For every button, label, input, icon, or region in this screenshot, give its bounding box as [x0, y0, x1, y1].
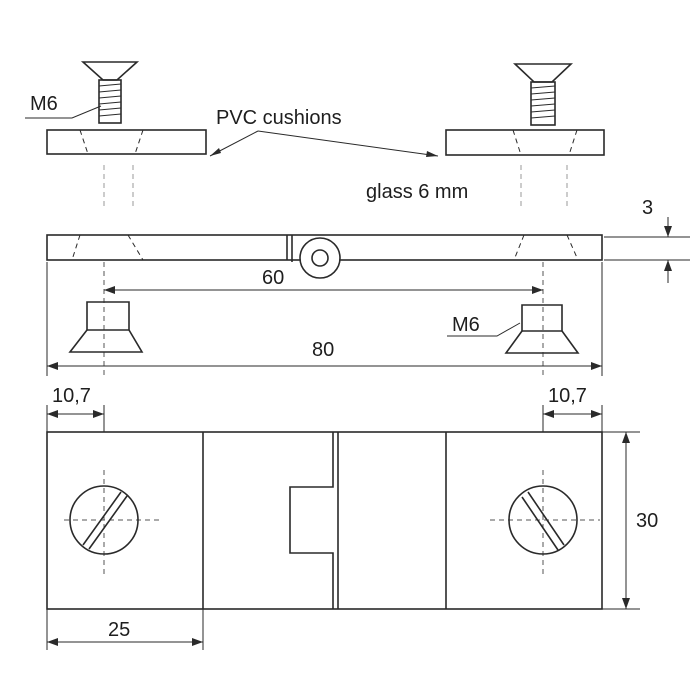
m6-bottom-label: M6 — [452, 314, 480, 336]
height-dimension — [602, 431, 640, 610]
glass-thickness-label: glass 6 mm — [366, 181, 468, 203]
right-edge-label: 10,7 — [548, 385, 587, 407]
hole-spacing-dimension — [104, 286, 543, 294]
right-edge-dimension — [542, 405, 603, 432]
leaf-width-dimension — [46, 609, 204, 650]
overall-length-label: 80 — [312, 339, 334, 361]
pvc-cushions-label: PVC cushions — [216, 107, 342, 129]
right-countersunk-screw — [512, 63, 574, 126]
thickness-dimension — [604, 217, 690, 283]
pvc-cushions-leaders — [209, 130, 439, 157]
overall-length-dimension — [46, 262, 603, 376]
height-label: 30 — [636, 510, 658, 532]
right-slotted-screw-head — [490, 470, 600, 575]
left-edge-dimension — [46, 405, 105, 432]
right-cone-washer — [504, 304, 580, 354]
m6-bottom-leader — [447, 322, 521, 337]
hole-spacing-label: 60 — [262, 267, 284, 289]
m6-top-label: M6 — [30, 93, 58, 115]
thickness-label: 3 — [642, 197, 653, 219]
left-edge-label: 10,7 — [52, 385, 91, 407]
hinge-side-view — [46, 234, 603, 279]
leaf-width-label: 25 — [108, 619, 130, 641]
left-slotted-screw-head — [64, 470, 160, 575]
left-countersunk-screw — [80, 61, 140, 124]
hinge-top-view — [46, 431, 603, 610]
left-cone-washer — [68, 301, 144, 353]
right-pvc-cushion — [445, 129, 605, 156]
left-pvc-cushion — [46, 129, 207, 155]
m6-top-leader — [25, 105, 102, 119]
